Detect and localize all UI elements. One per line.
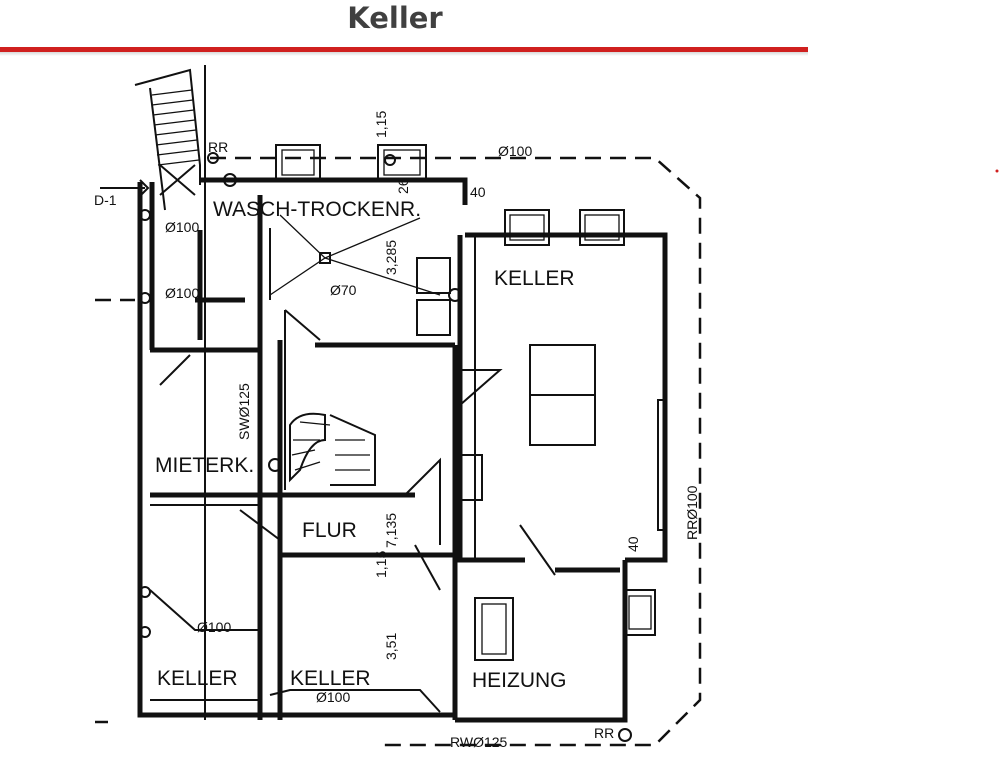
exterior-stair [134, 65, 206, 720]
stray-mark [995, 169, 999, 173]
pipe-markers [100, 152, 632, 742]
room-label-wasch: WASCH-TROCKENR. [213, 198, 421, 221]
annotation-pipe-70: Ø70 [330, 282, 357, 298]
annotation-pipe-top: Ø100 [498, 143, 532, 159]
annotation-rw-bottom: RWØ125 [450, 734, 508, 750]
annotation-dim-7135: 7,135 [383, 513, 399, 548]
annotation-dim-115: 1,15 [373, 111, 389, 138]
annotation-dim-40-right: 40 [625, 536, 641, 552]
title-underline [0, 47, 808, 52]
wasch-ceiling-marks [269, 214, 441, 300]
annotation-rr-right: RRØ100 [684, 485, 700, 540]
annotation-rr-bottom: RR [594, 725, 614, 741]
inner-lines [149, 235, 556, 713]
outline-dashed [210, 156, 702, 747]
title-underline-shadow [0, 52, 808, 56]
fixtures [416, 257, 596, 661]
room-label-heizung: HEIZUNG [472, 669, 567, 692]
room-label-flur: FLUR [302, 519, 357, 542]
annotation-sw-125: SWØ125 [236, 383, 252, 440]
room-label-keller-big: KELLER [494, 267, 575, 290]
annotation-pipe-wasch-2: Ø100 [165, 285, 199, 301]
annotation-dim-115b: 1,15 [373, 551, 389, 578]
annotation-dim-3285: 3,285 [383, 240, 399, 275]
page-title: Keller [347, 1, 443, 35]
windows [275, 144, 667, 636]
room-label-keller-left: KELLER [157, 667, 238, 690]
walls [137, 177, 668, 723]
inner-stair [289, 412, 376, 486]
annotation-dim-351: 3,51 [383, 633, 399, 660]
annotation-marker-left: D-1 [94, 192, 117, 208]
annotation-dim-26: 26 [395, 178, 411, 194]
annotation-pipe-mid-keller: Ø100 [316, 689, 350, 705]
annotation-dim-40-top: 40 [470, 184, 486, 200]
annotation-pipe-wasch-1: Ø100 [165, 219, 199, 235]
annotation-pipe-left-keller: Ø100 [197, 619, 231, 635]
room-label-keller-mid: KELLER [290, 667, 371, 690]
annotation-rr-top: RR [208, 139, 228, 155]
room-label-mieterk: MIETERK. [155, 454, 254, 477]
